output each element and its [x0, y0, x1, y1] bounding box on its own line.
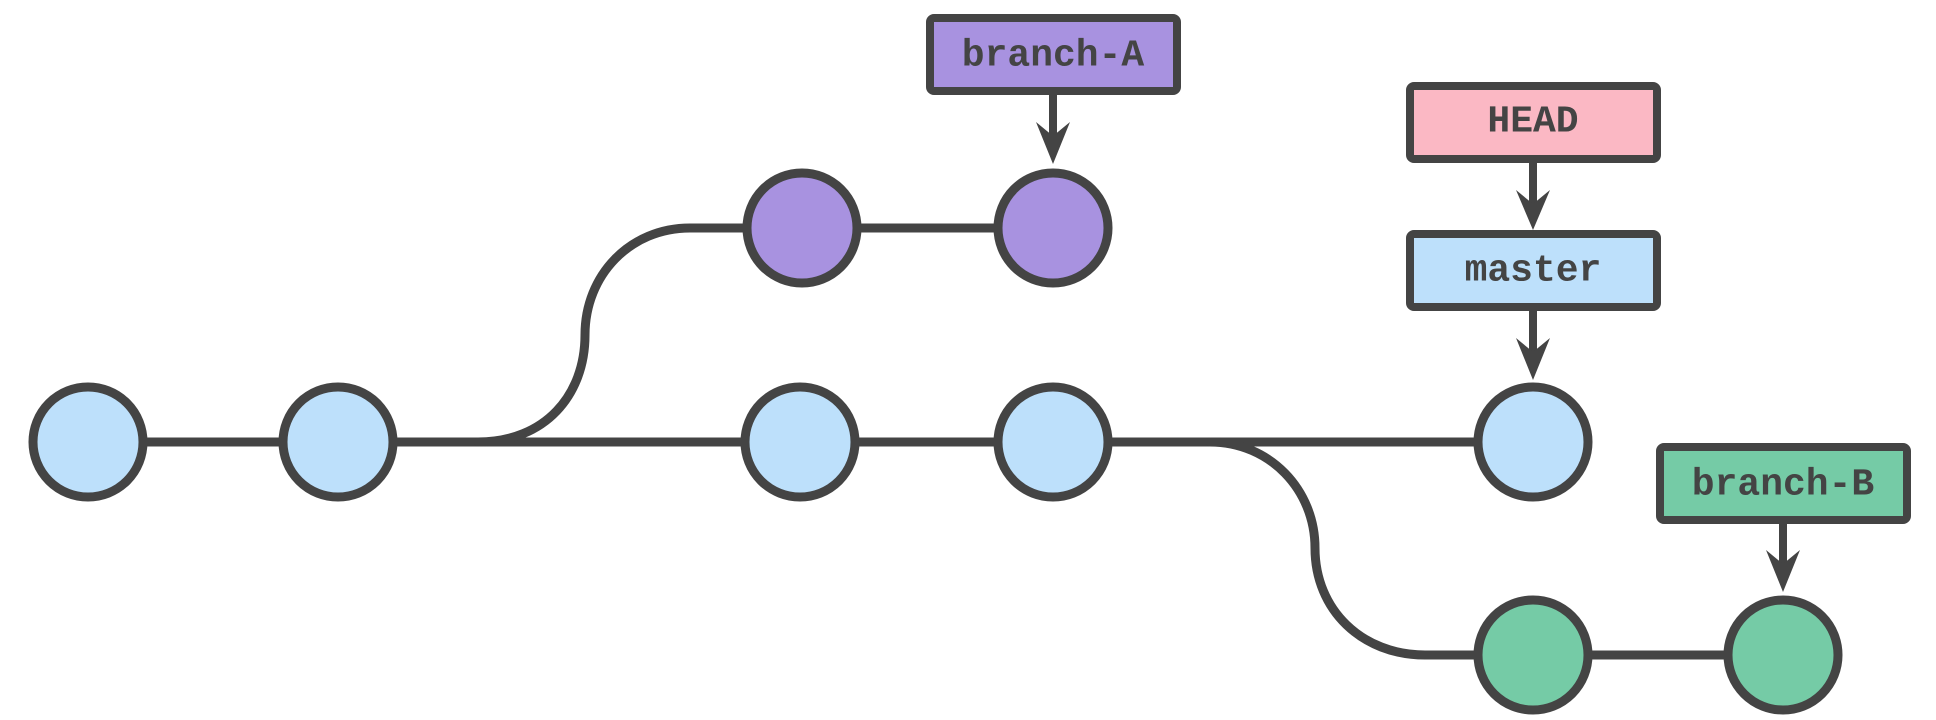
main-commit-1	[28, 382, 148, 502]
branch-a-commit-1	[742, 168, 862, 288]
main-commit-4	[993, 382, 1113, 502]
master-label-text: master	[1465, 250, 1602, 293]
branch-a-line	[473, 223, 1058, 447]
branch-a-label-text: branch-A	[962, 35, 1145, 78]
branch-b-arrow-head-icon	[1766, 550, 1800, 592]
branch-b-commit-1	[1473, 595, 1593, 715]
main-commit-3	[740, 382, 860, 502]
head-label-text: HEAD	[1487, 101, 1578, 144]
head-arrow-head-icon	[1516, 190, 1550, 230]
main-commit-2	[278, 382, 398, 502]
branch-a-arrow-head-icon	[1036, 122, 1070, 164]
branch-b-label: branch-B	[1656, 443, 1911, 592]
branch-b-commit-2	[1723, 595, 1843, 715]
main-commit-5	[1473, 382, 1593, 502]
head-label: HEAD	[1406, 82, 1661, 230]
branch-b-line	[1205, 437, 1788, 660]
master-label: master	[1406, 230, 1661, 380]
commits	[28, 168, 1843, 715]
branch-b-label-text: branch-B	[1692, 464, 1874, 507]
branch-a-commit-2	[993, 168, 1113, 288]
master-arrow-head-icon	[1516, 338, 1550, 380]
branch-a-label: branch-A	[926, 14, 1181, 164]
